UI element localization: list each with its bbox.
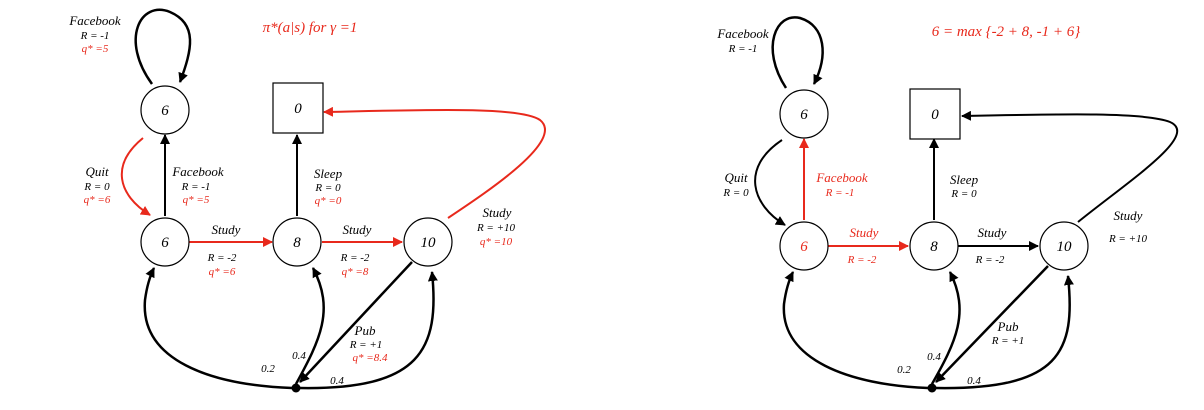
left-p04a-edge	[294, 267, 325, 385]
left-facebook-loop-name: Facebook	[68, 13, 120, 28]
left-study3-reward: R = +10	[476, 222, 516, 234]
left-state-sleep	[272, 82, 324, 134]
right-facebook-up-name: Facebook	[815, 170, 867, 185]
right-study3-edge	[961, 110, 1179, 223]
left-study3-name: Study	[483, 205, 512, 220]
right-facebook-up-reward: R = -1	[825, 187, 855, 199]
right-study1-name: Study	[850, 225, 879, 240]
right-p04b-label: 0.4	[967, 375, 981, 387]
right-p02-label: 0.2	[897, 364, 911, 376]
left-study2-q: q* =8	[342, 266, 369, 278]
left-sleep-q: q* =0	[315, 195, 342, 207]
right-state-class3	[1039, 221, 1089, 271]
right-pub-name: Pub	[997, 319, 1019, 334]
right-study3-name: Study	[1114, 208, 1143, 223]
left-diagram: π*(a|s) for γ =1 6 6 8 10 0	[68, 8, 546, 393]
left-state-sleep-value: 0	[294, 101, 302, 117]
left-quit-q: q* =6	[84, 194, 111, 206]
right-state-sleep	[909, 88, 961, 140]
right-study2-reward: R = -2	[975, 254, 1005, 266]
right-state-facebook-value: 6	[800, 107, 808, 123]
left-sleep-name: Sleep	[314, 166, 343, 181]
left-quit-name: Quit	[85, 164, 109, 179]
right-sleep-name: Sleep	[950, 172, 979, 187]
left-facebook-loop-reward: R = -1	[80, 30, 110, 42]
left-facebook-up-reward: R = -1	[181, 181, 211, 193]
left-study3-q: q* =10	[480, 236, 513, 248]
right-p04a-label: 0.4	[927, 351, 941, 363]
left-p04b-edge	[299, 271, 438, 390]
right-state-class2	[909, 221, 959, 271]
right-study1-reward: R = -2	[847, 254, 877, 266]
left-state-class2-value: 8	[293, 235, 301, 251]
right-diagram: 6 = max {-2 + 8, -1 + 6} 6 6 8 10 0	[716, 16, 1179, 393]
right-state-class1-value: 6	[800, 239, 808, 255]
right-p04a-edge	[930, 271, 961, 385]
left-facebook-up-name: Facebook	[171, 164, 223, 179]
left-study1-reward: R = -2	[207, 252, 237, 264]
left-pub-q: q* =8.4	[353, 352, 388, 364]
left-state-class3	[403, 217, 453, 267]
left-p04b-label: 0.4	[330, 375, 344, 387]
left-pub-name: Pub	[354, 323, 376, 338]
right-state-class2-value: 8	[930, 239, 938, 255]
right-facebook-loop-name: Facebook	[716, 26, 768, 41]
left-pub-edge	[299, 261, 413, 383]
right-pub-reward: R = +1	[991, 335, 1025, 347]
right-study2-name: Study	[978, 225, 1007, 240]
right-state-facebook	[779, 89, 829, 139]
left-study2-name: Study	[343, 222, 372, 237]
left-pub-reward: R = +1	[349, 339, 383, 351]
right-study3-reward: R = +10	[1108, 233, 1148, 245]
left-study1-q: q* =6	[209, 266, 236, 278]
right-facebook-loop-reward: R = -1	[728, 43, 758, 55]
left-chance-node	[291, 383, 301, 393]
left-p04a-label: 0.4	[292, 350, 306, 362]
right-sleep-reward: R = 0	[950, 188, 977, 200]
left-quit-edge	[120, 137, 151, 216]
right-chance-node	[927, 383, 937, 393]
left-state-facebook-value: 6	[161, 103, 169, 119]
left-state-class1-value: 6	[161, 235, 169, 251]
right-state-class1	[779, 221, 829, 271]
left-facebook-loop-edge	[134, 8, 192, 85]
right-facebook-loop-edge	[771, 16, 824, 89]
right-quit-name: Quit	[724, 170, 748, 185]
right-title: 6 = max {-2 + 8, -1 + 6}	[932, 24, 1081, 40]
left-facebook-loop-q: q* =5	[82, 43, 109, 55]
left-state-class2	[272, 217, 322, 267]
right-pub-edge	[935, 265, 1049, 383]
left-facebook-up-q: q* =5	[183, 194, 210, 206]
right-state-sleep-value: 0	[931, 107, 939, 123]
right-p02-edge	[782, 271, 929, 390]
left-title: π*(a|s) for γ =1	[263, 20, 358, 36]
left-sleep-reward: R = 0	[314, 182, 341, 194]
left-state-class3-value: 10	[421, 235, 437, 251]
left-study3-edge	[323, 106, 546, 219]
right-quit-edge	[754, 139, 786, 226]
left-p02-label: 0.2	[261, 363, 275, 375]
left-study2-reward: R = -2	[340, 252, 370, 264]
left-p02-edge	[143, 267, 293, 390]
left-study1-name: Study	[212, 222, 241, 237]
right-quit-reward: R = 0	[722, 187, 749, 199]
left-quit-reward: R = 0	[83, 181, 110, 193]
left-state-facebook	[140, 85, 190, 135]
left-state-class1	[140, 217, 190, 267]
right-state-class3-value: 10	[1057, 239, 1073, 255]
right-p04b-edge	[935, 275, 1074, 390]
